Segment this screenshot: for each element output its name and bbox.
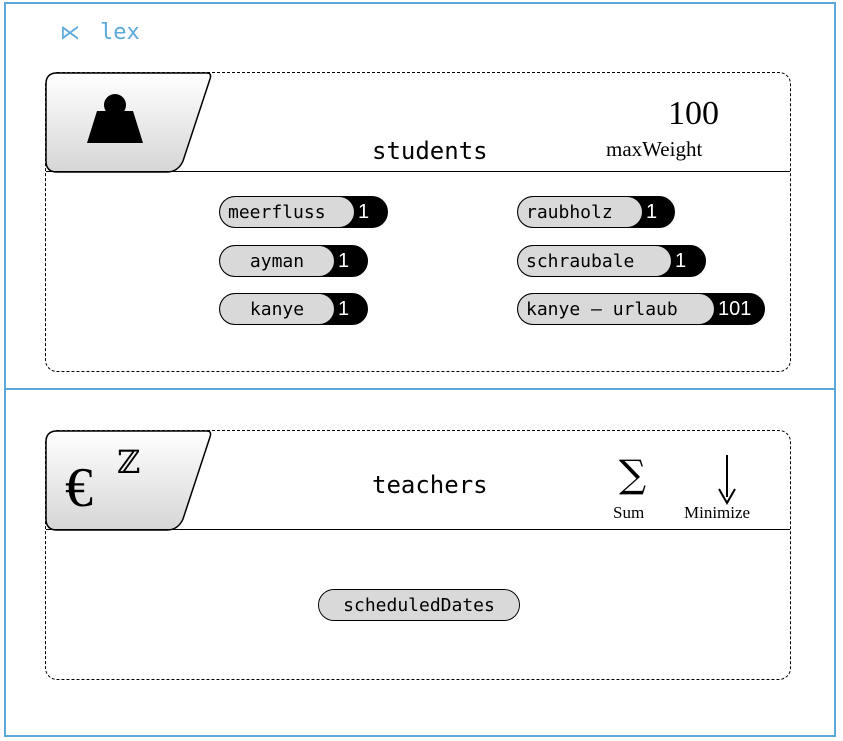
chip-count: 1 (646, 200, 658, 223)
student-chip[interactable]: schraubale 1 (517, 245, 706, 277)
students-title: students (372, 137, 488, 165)
chip-label: kanye (220, 294, 334, 324)
euro-symbol: € (65, 457, 93, 519)
chip-label: ayman (220, 246, 334, 276)
max-weight-label: maxWeight (606, 137, 703, 161)
integer-superscript: ℤ (117, 443, 141, 481)
teachers-title: teachers (372, 471, 488, 499)
student-chip[interactable]: kanye 1 (219, 293, 368, 325)
lex-icon: ⋉ (60, 20, 80, 44)
chip-count: 1 (358, 200, 370, 223)
chip-label: kanye – urlaub (518, 294, 714, 324)
sum-label: Sum (613, 503, 645, 522)
students-tab (45, 72, 213, 173)
frame-divider (4, 388, 836, 390)
outer-frame (4, 2, 836, 737)
minimize-arrow-icon (718, 455, 736, 505)
chip-count: 1 (675, 249, 687, 272)
student-chip[interactable]: ayman 1 (219, 245, 368, 277)
minimize-label: Minimize (684, 503, 751, 522)
weight-icon (87, 94, 143, 143)
students-divider (46, 171, 790, 172)
chip-count: 1 (338, 297, 350, 320)
chip-count: 1 (338, 249, 350, 272)
student-chip[interactable]: meerfluss 1 (219, 196, 388, 228)
sum-symbol: ∑ (619, 452, 647, 496)
lex-title: lex (100, 20, 140, 45)
teachers-tab: € ℤ (45, 430, 213, 531)
student-chip[interactable]: kanye – urlaub 101 (517, 293, 765, 325)
lex-header: ⋉ lex (60, 20, 140, 45)
chip-count: 101 (718, 297, 752, 320)
student-chip[interactable]: raubholz 1 (517, 196, 675, 228)
chip-label: schraubale (518, 246, 671, 276)
students-panel: students 100 maxWeight meerfluss 1 raubh… (45, 72, 791, 372)
teachers-panel: € ℤ teachers ∑ Sum Minimize scheduledDat… (45, 430, 791, 680)
teacher-chip[interactable]: scheduledDates (318, 589, 520, 621)
max-weight-value: 100 (668, 95, 719, 132)
chip-label: raubholz (518, 197, 642, 227)
chip-label: meerfluss (220, 197, 354, 227)
teachers-divider (46, 529, 790, 530)
chip-label: scheduledDates (319, 590, 519, 620)
